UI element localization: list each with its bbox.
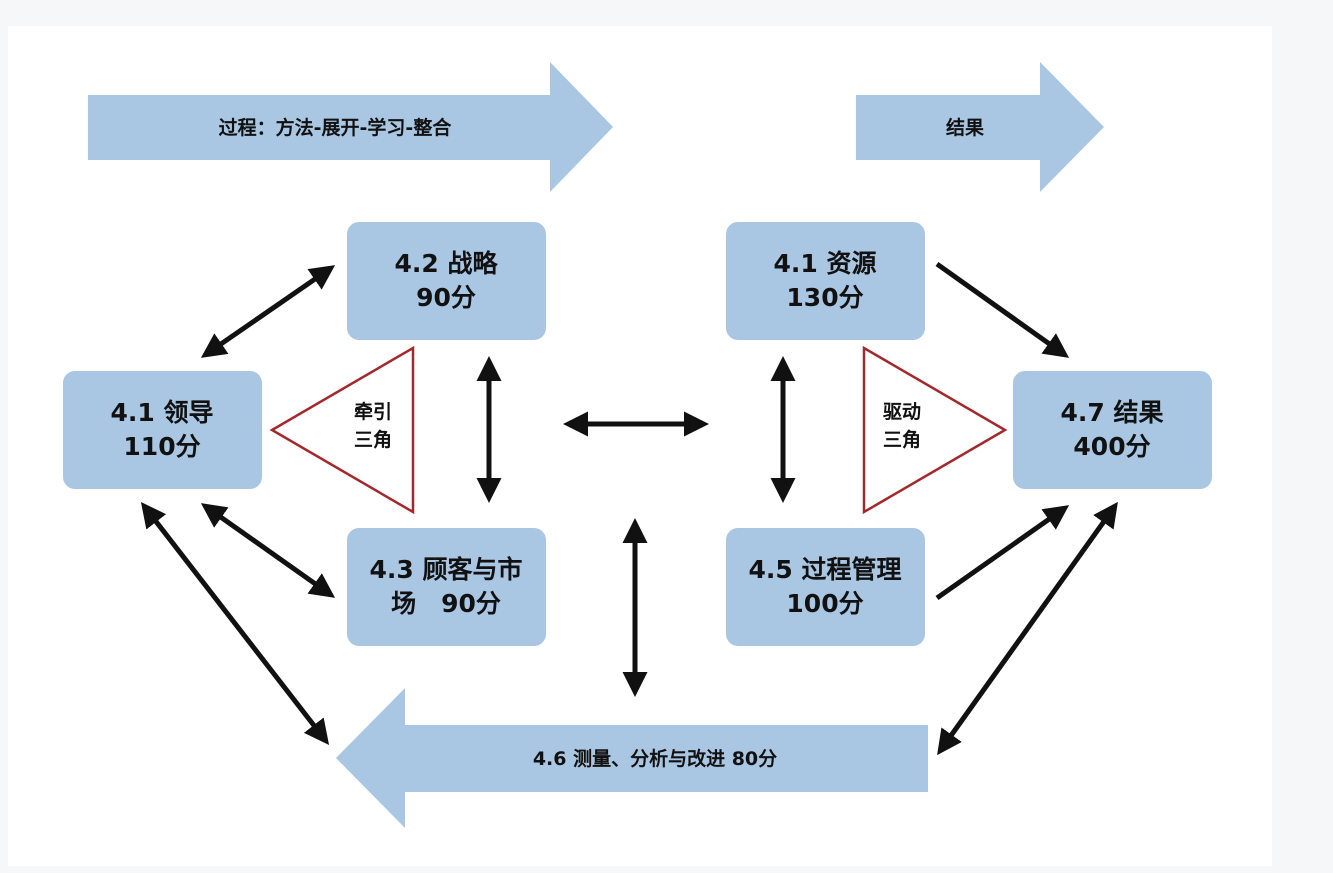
leadership-score: 110分 bbox=[123, 432, 200, 461]
resources-score: 130分 bbox=[786, 283, 863, 312]
result-header-arrow: 结果 bbox=[856, 62, 1104, 192]
customers-title: 4.3 顾客与市 bbox=[370, 555, 523, 584]
drive-triangle: 驱动 三角 bbox=[862, 345, 1008, 515]
measurement-label: 4.6 测量、分析与改进 80分 bbox=[533, 747, 777, 770]
leadership-measurement-connector bbox=[140, 502, 330, 745]
results-title: 4.7 结果 bbox=[1061, 398, 1164, 427]
resources-title: 4.1 资源 bbox=[774, 249, 877, 278]
leadership-box: 4.1 领导 110分 bbox=[63, 371, 262, 489]
resources-box: 4.1 资源 130分 bbox=[726, 222, 925, 340]
measurement-arrow: 4.6 测量、分析与改进 80分 bbox=[336, 688, 928, 828]
process-mgmt-title: 4.5 过程管理 bbox=[749, 555, 902, 584]
results-score: 400分 bbox=[1073, 432, 1150, 461]
process-results-connector bbox=[935, 505, 1070, 601]
result-header-label: 结果 bbox=[946, 116, 984, 139]
traction-line2: 三角 bbox=[354, 428, 392, 451]
customers-score: 场 90分 bbox=[391, 589, 501, 618]
traction-line1: 牵引 bbox=[354, 400, 392, 423]
drive-line1: 驱动 bbox=[883, 401, 921, 423]
leadership-customers-connector bbox=[200, 503, 336, 598]
leadership-strategy-connector bbox=[200, 265, 336, 358]
strategy-title: 4.2 战略 bbox=[395, 249, 499, 278]
process-header-label: 过程：方法-展开-学习-整合 bbox=[219, 116, 453, 139]
resources-results-connector bbox=[935, 261, 1070, 358]
process-mgmt-score: 100分 bbox=[786, 589, 863, 618]
strategy-box: 4.2 战略 90分 bbox=[347, 222, 546, 340]
drive-line2: 三角 bbox=[883, 428, 921, 451]
process-header-arrow: 过程：方法-展开-学习-整合 bbox=[88, 62, 613, 192]
process-mgmt-box: 4.5 过程管理 100分 bbox=[726, 528, 925, 646]
results-measurement-connector bbox=[937, 501, 1118, 756]
customers-box: 4.3 顾客与市 场 90分 bbox=[347, 528, 546, 646]
leadership-title: 4.1 领导 bbox=[111, 398, 214, 427]
strategy-score: 90分 bbox=[416, 283, 476, 312]
traction-triangle: 牵引 三角 bbox=[269, 345, 415, 515]
results-box: 4.7 结果 400分 bbox=[1013, 371, 1212, 489]
